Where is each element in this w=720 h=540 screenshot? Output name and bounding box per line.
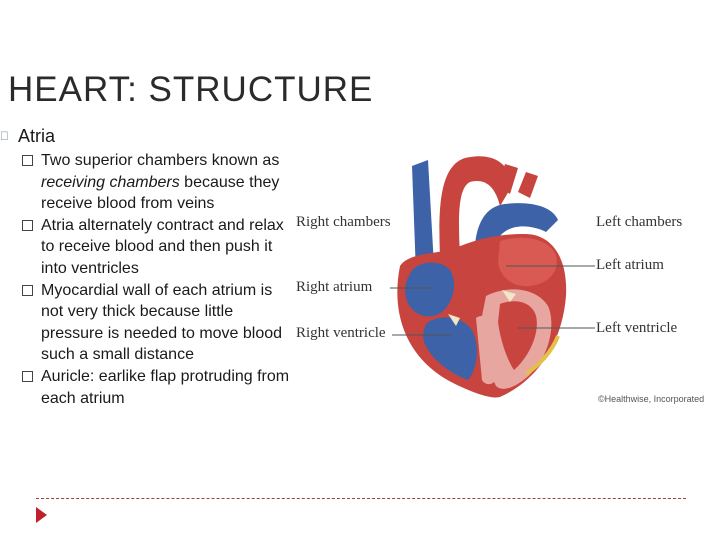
aorta-shape xyxy=(439,156,512,256)
list-item: Myocardial wall of each atrium is not ve… xyxy=(22,280,297,366)
label-left-chambers: Left chambers xyxy=(596,214,683,230)
checkbox-bullet-icon xyxy=(22,219,33,231)
sub-bullet-list: Two superior chambers known as receiving… xyxy=(22,150,297,409)
left-ventricle-shape xyxy=(498,301,537,370)
sub-bullet-text-part: Two superior chambers known as xyxy=(41,152,280,169)
label-left-ventricle: Left ventricle xyxy=(596,320,678,336)
checkbox-bullet-icon xyxy=(22,155,33,166)
label-right-ventricle: Right ventricle xyxy=(296,325,386,341)
valve-shape xyxy=(502,290,516,302)
list-item: Two superior chambers known as receiving… xyxy=(22,150,297,215)
checkbox-bullet-icon xyxy=(22,284,33,296)
slide-title: HEART: STRUCTURE xyxy=(8,70,374,109)
image-credit: ©Healthwise, Incorporated xyxy=(598,394,705,404)
footer-divider xyxy=(36,498,686,499)
label-right-atrium: Right atrium xyxy=(296,279,373,295)
square-bullet-icon:  xyxy=(0,129,14,143)
right-atrium-shape xyxy=(405,262,455,317)
label-right-chambers: Right chambers xyxy=(296,214,391,230)
main-bullet-text: Atria xyxy=(18,126,56,146)
vena-cava-shape xyxy=(412,160,434,274)
main-bullet:  Atria xyxy=(0,126,55,147)
heart-diagram: Right chambers Right atrium Right ventri… xyxy=(290,146,710,411)
right-ventricle-shape xyxy=(423,317,477,380)
sub-bullet-text: Atria alternately contract and relax to … xyxy=(41,216,284,277)
sub-bullet-emphasis: receiving chambers xyxy=(41,173,180,191)
valve-shape xyxy=(448,314,460,326)
sub-bullet-text: Two superior chambers known as receiving… xyxy=(41,150,297,215)
sub-bullet-text: Auricle: earlike flap protruding from ea… xyxy=(41,367,290,407)
aorta-branch-shape xyxy=(518,172,538,198)
list-item: Atria alternately contract and relax to … xyxy=(22,215,297,280)
aorta-branch-shape xyxy=(498,164,518,194)
left-atrium-shape xyxy=(498,237,557,287)
checkbox-bullet-icon xyxy=(22,370,33,382)
heart-illustration xyxy=(390,156,595,398)
septum-shape xyxy=(476,315,494,385)
coronary-fat-shape xyxy=(524,335,560,376)
sub-bullet-text-part: because they receive blood from veins xyxy=(41,173,280,213)
label-left-atrium: Left atrium xyxy=(596,257,664,273)
list-item: Auricle: earlike flap protruding from ea… xyxy=(22,366,297,409)
sub-bullet-text: Myocardial wall of each atrium is not ve… xyxy=(41,281,283,364)
play-triangle-icon[interactable] xyxy=(36,507,47,523)
pulmonary-artery-shape xyxy=(474,203,558,271)
